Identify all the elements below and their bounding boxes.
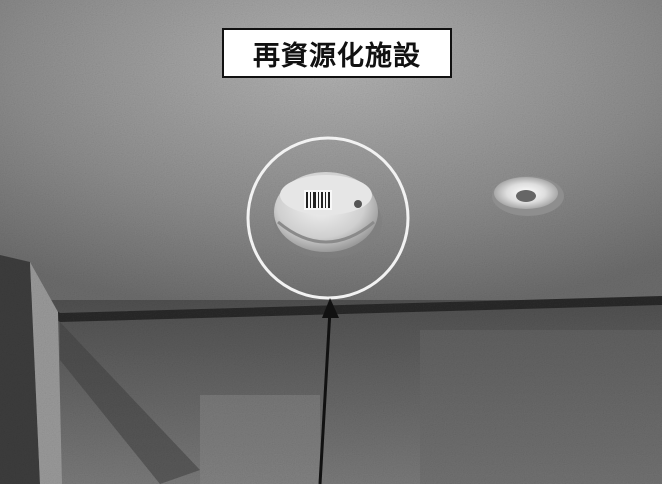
highlight-circle	[246, 136, 410, 300]
ceiling-light	[492, 176, 564, 216]
caption-text: 再資源化施設	[253, 40, 421, 72]
caption-box: 再資源化施設	[222, 28, 452, 78]
smoke-detector	[274, 172, 382, 258]
left-pillar-face	[30, 262, 62, 484]
wall-shadow	[60, 322, 200, 484]
left-pillar	[0, 255, 40, 484]
wall-panel	[420, 330, 662, 484]
wall-block	[200, 395, 320, 484]
ceiling-edge	[0, 270, 662, 322]
barcode-label	[304, 190, 332, 210]
arrow	[318, 298, 339, 484]
